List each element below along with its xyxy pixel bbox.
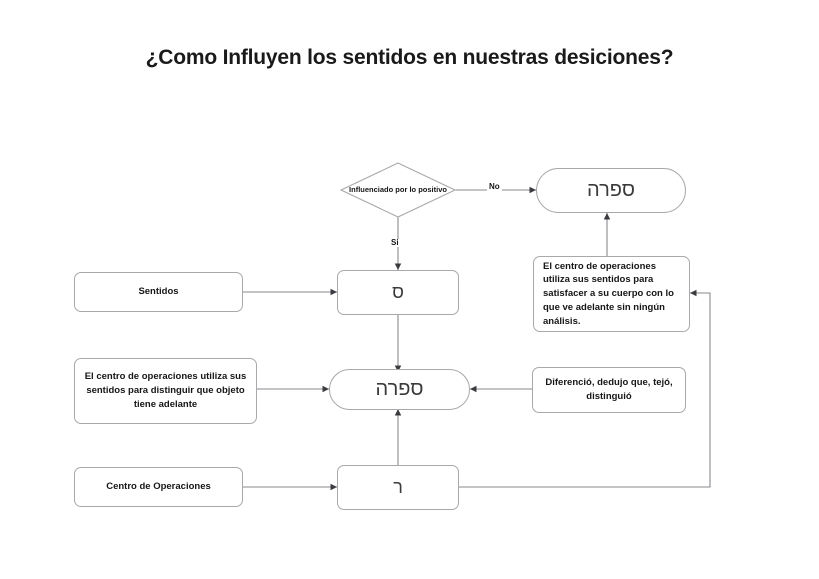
decision-node-label: Influenciado por lo positivo [349,184,447,194]
node-centro-operaciones[interactable]: Centro de Operaciones [74,467,243,507]
decision-diamond-shape [339,162,457,218]
node-sefira-top-label: ספרה [587,179,635,201]
node-centro-right-label: El centro de operaciones utiliza sus sen… [543,260,674,327]
node-centro-operaciones-label: Centro de Operaciones [106,481,211,493]
node-diferencio[interactable]: Diferenció, dedujo que, tejó, distinguió [532,367,686,413]
node-centro-left[interactable]: El centro de operaciones utiliza sus sen… [74,358,257,424]
page-title: ¿Como Influyen los sentidos en nuestras … [145,46,674,69]
node-centro-left-label: El centro de operaciones utiliza sus sen… [84,371,247,410]
node-sefira-top[interactable]: ספרה [536,168,686,213]
node-sentidos-label: Sentidos [138,286,179,298]
node-centro-right[interactable]: El centro de operaciones utiliza sus sen… [533,256,690,332]
node-resh[interactable]: ר [337,465,459,510]
node-samekh[interactable]: ס [337,270,459,315]
node-sentidos[interactable]: Sentidos [74,272,243,312]
edge-label-no: No [487,182,502,191]
edge-resh-to-centro-right [459,289,711,488]
node-sefira-mid-label: ספרה [375,378,424,400]
edge-label-si: Si [389,238,401,247]
node-sefira-mid[interactable]: ספרה [329,369,470,410]
node-diferencio-label: Diferenció, dedujo que, tejó, distinguió [545,377,673,402]
decision-node[interactable]: Influenciado por lo positivo [341,163,455,217]
node-samekh-label: ס [392,282,404,302]
node-resh-label: ר [393,477,403,497]
